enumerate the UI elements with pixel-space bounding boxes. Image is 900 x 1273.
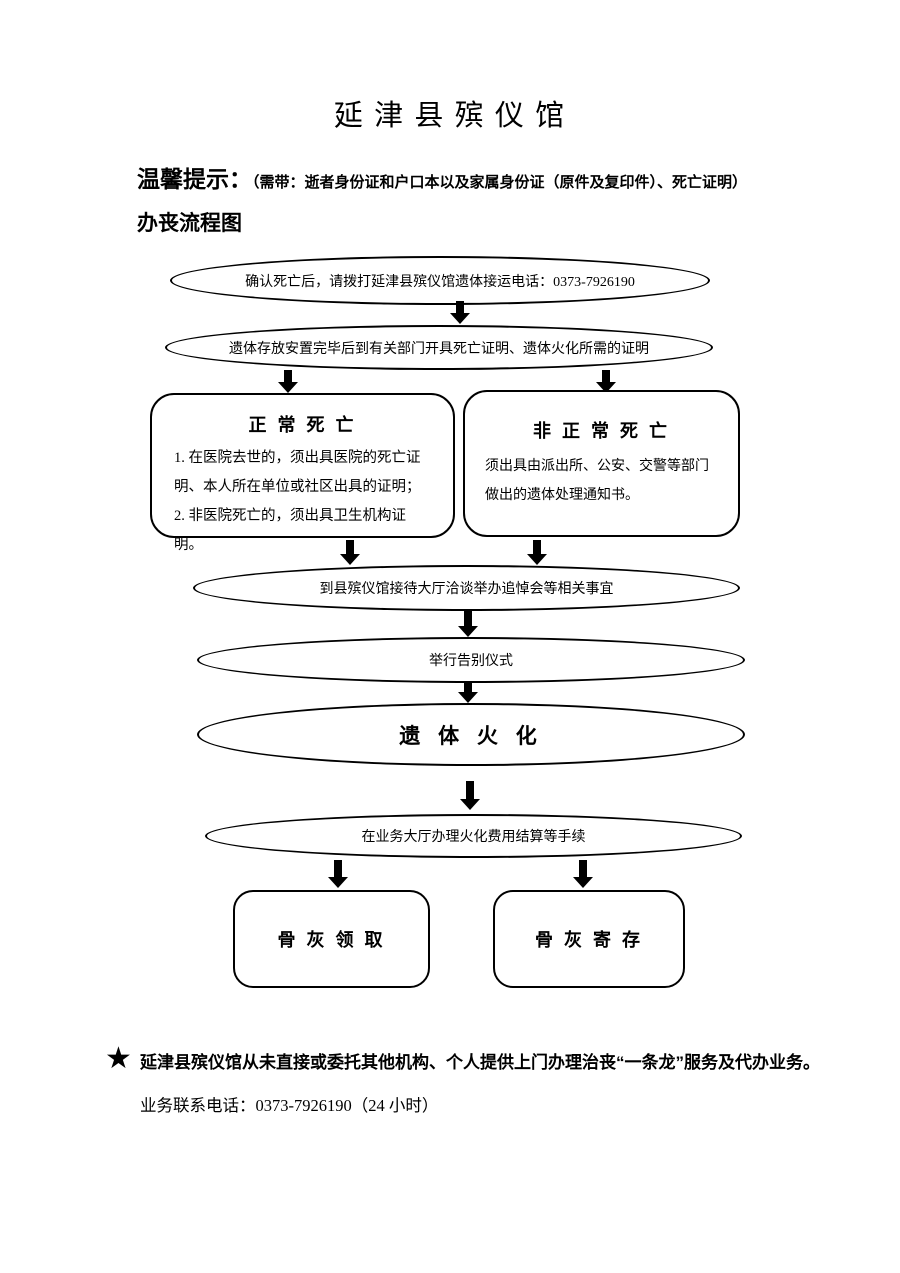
arrow-stem [464,683,472,692]
node-arrange-memorial: 到县殡仪馆接待大厅洽谈举办追悼会等相关事宜 [193,565,740,611]
node-normal-death-body: 1. 在医院去世的，须出具医院的死亡证明、本人所在单位或社区出具的证明； 2. … [152,444,453,560]
node-ash-storage-label: 骨 灰 寄 存 [534,930,643,950]
arrow-head [527,554,547,565]
arrow-stem [346,540,354,554]
arrow-head [278,382,298,393]
node-abnormal-death: 非 正 常 死 亡 须出具由派出所、公安、交警等部门做出的遗体处理通知书。 [463,390,740,537]
arrow-stem [533,540,541,554]
node-cremation: 遗 体 火 化 [197,703,745,766]
arrow-head [450,313,470,324]
node-settle-fees: 在业务大厅办理火化费用结算等手续 [205,814,742,858]
node-settle-fees-label: 在业务大厅办理火化费用结算等手续 [361,830,586,845]
arrow-head [458,626,478,637]
arrow-down-icon [460,781,480,810]
node-obtain-certificates-label: 遗体存放安置完毕后到有关部门开具死亡证明、遗体火化所需的证明 [229,341,649,357]
arrow-down-icon [596,370,616,393]
arrow-head [328,877,348,888]
node-report-call-label: 确认死亡后，请拨打延津县殡仪馆遗体接运电话：0373-7926190 [245,274,635,290]
arrow-down-icon [458,611,478,637]
arrow-stem [456,301,464,313]
footer-notice: 延津县殡仪馆从未直接或委托其他机构、个人提供上门办理治丧“一条龙”服务及代办业务… [140,1053,820,1072]
tip-content: （需带：逝者身份证和户口本以及家属身份证（原件及复印件）、死亡证明） [252,174,748,191]
arrow-stem [466,781,474,799]
node-ash-collection-label: 骨 灰 领 取 [277,930,386,950]
arrow-stem [579,860,587,877]
arrow-stem [284,370,292,382]
normal-death-item: 1. 在医院去世的，须出具医院的死亡证明、本人所在单位或社区出具的证明； [174,450,421,495]
arrow-stem [602,370,610,382]
node-farewell-ceremony: 举行告别仪式 [197,637,745,683]
node-normal-death-title: 正 常 死 亡 [248,415,357,435]
arrow-down-icon [450,301,470,324]
arrow-head [340,554,360,565]
arrow-down-icon [573,860,593,888]
node-normal-death: 正 常 死 亡 1. 在医院去世的，须出具医院的死亡证明、本人所在单位或社区出具… [150,393,455,553]
arrow-head [458,692,478,703]
arrow-head [573,877,593,888]
node-arrange-memorial-label: 到县殡仪馆接待大厅洽谈举办追悼会等相关事宜 [319,582,614,597]
node-abnormal-death-title: 非 正 常 死 亡 [532,421,670,441]
tip-label: 温馨提示： [137,166,252,192]
star-icon: ★ [105,1041,132,1076]
node-cremation-label: 遗 体 火 化 [399,724,543,748]
node-farewell-ceremony-label: 举行告别仪式 [429,654,513,669]
tip-line: 温馨提示：（需带：逝者身份证和户口本以及家属身份证（原件及复印件）、死亡证明） [137,160,882,194]
arrow-head [596,382,616,393]
arrow-down-icon [328,860,348,888]
footer-phone: 业务联系电话：0373-7926190（24 小时） [140,1096,439,1115]
node-ash-storage: 骨 灰 寄 存 [493,890,685,988]
arrow-down-icon [340,540,360,565]
arrow-stem [464,611,472,626]
node-obtain-certificates: 遗体存放安置完毕后到有关部门开具死亡证明、遗体火化所需的证明 [165,325,713,370]
arrow-head [460,799,480,810]
section-heading: 办丧流程图 [137,212,242,235]
node-abnormal-death-body: 须出具由派出所、公安、交警等部门做出的遗体处理通知书。 [485,459,709,503]
arrow-down-icon [527,540,547,565]
node-report-call: 确认死亡后，请拨打延津县殡仪馆遗体接运电话：0373-7926190 [170,256,710,305]
normal-death-item: 2. 非医院死亡的，须出具卫生机构证明。 [174,508,406,553]
page-title: 延 津 县 殡 仪 馆 [333,100,567,132]
arrow-stem [334,860,342,877]
arrow-down-icon [458,683,478,703]
node-ash-collection: 骨 灰 领 取 [233,890,430,988]
arrow-down-icon [278,370,298,393]
